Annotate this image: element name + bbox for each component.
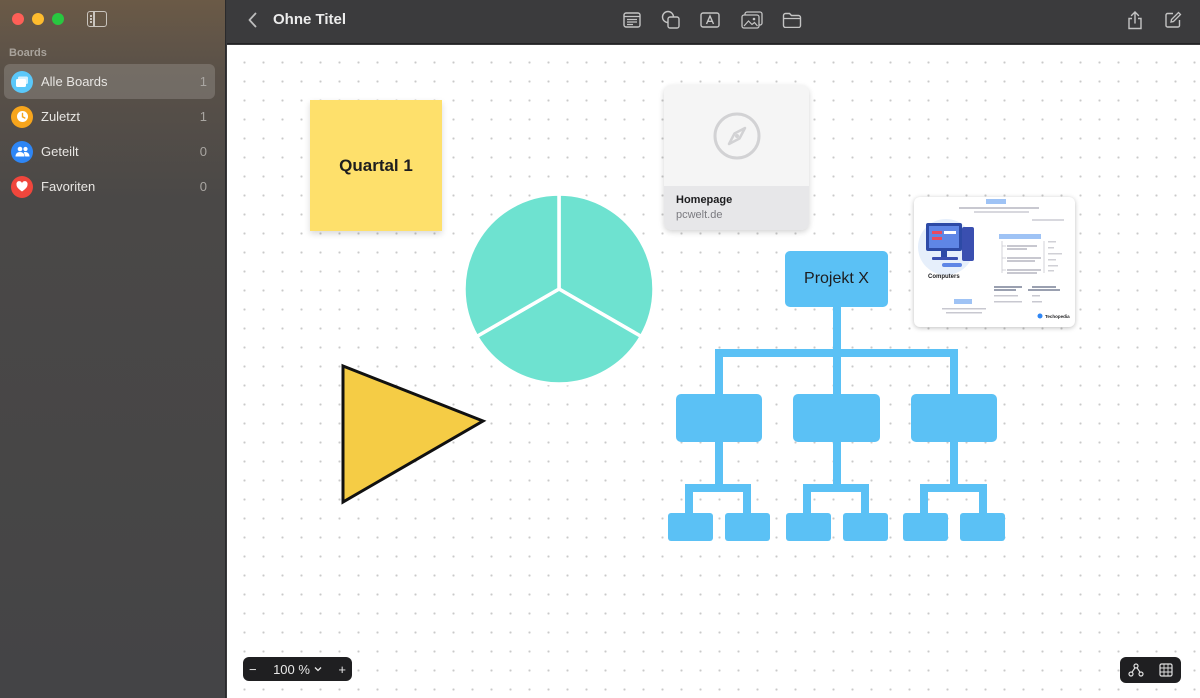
people-icon (11, 140, 33, 163)
org-chart-diagram[interactable] (667, 303, 1007, 543)
link-title: Homepage (676, 194, 733, 206)
text-icon[interactable] (698, 9, 722, 31)
sidebar-toggle-icon[interactable] (87, 11, 107, 27)
infographic-brand: Techopedia (1045, 314, 1070, 319)
title-bar: Ohne Titel (227, 0, 1200, 44)
shapes-icon[interactable] (659, 9, 683, 31)
infographic-heading: Computers (928, 274, 960, 280)
org-chart-root-label: Projekt X (804, 270, 869, 287)
connection-icon[interactable] (1128, 663, 1144, 677)
sidebar-nav: Alle Boards 1 Zuletzt 1 Geteilt 0 Favori… (4, 64, 215, 204)
close-window-button[interactable] (12, 13, 24, 25)
sidebar-section-title: Boards (9, 47, 47, 59)
sidebar-item-zuletzt[interactable]: Zuletzt 1 (4, 99, 215, 134)
sidebar-item-label: Alle Boards (41, 74, 108, 89)
media-icon[interactable] (740, 9, 764, 31)
link-card[interactable]: Homepage pcwelt.de (664, 85, 809, 230)
sidebar-item-label: Geteilt (41, 144, 79, 159)
sidebar-item-count: 1 (199, 109, 207, 124)
org-chart-root-node[interactable]: Projekt X (785, 251, 888, 307)
sidebar-item-favoriten[interactable]: Favoriten 0 (4, 169, 215, 204)
folder-icon[interactable] (780, 9, 804, 31)
link-domain: pcwelt.de (676, 209, 723, 221)
image-card[interactable]: Computers (914, 197, 1075, 327)
sidebar-item-count: 1 (199, 74, 207, 89)
canvas-tools (1120, 657, 1181, 683)
share-icon[interactable] (1123, 9, 1147, 31)
zoom-control: − 100 % + (243, 657, 352, 681)
sticky-note-text: Quartal 1 (339, 155, 413, 175)
triangle-shape[interactable] (337, 361, 489, 507)
grid-icon[interactable] (1159, 663, 1173, 677)
sidebar-item-count: 0 (199, 179, 207, 194)
sidebar-item-label: Zuletzt (41, 109, 81, 124)
infographic-image: Computers (918, 199, 1070, 319)
compose-icon[interactable] (1161, 9, 1185, 31)
board-title: Ohne Titel (273, 11, 347, 28)
zoom-level-dropdown[interactable]: 100 % (273, 662, 322, 677)
link-info: Homepage pcwelt.de (664, 186, 809, 230)
sidebar-item-geteilt[interactable]: Geteilt 0 (4, 134, 215, 169)
link-thumbnail (664, 85, 809, 186)
sidebar-item-label: Favoriten (41, 179, 96, 194)
compass-icon (713, 112, 760, 159)
pie-shape[interactable] (459, 189, 659, 389)
sidebar: Boards Alle Boards 1 Zuletzt 1 Geteilt 0 (0, 0, 226, 698)
sidebar-item-count: 0 (199, 144, 207, 159)
clock-icon (11, 105, 33, 128)
sticky-note[interactable]: Quartal 1 (310, 100, 442, 231)
heart-icon (11, 175, 33, 198)
zoom-level: 100 % (273, 661, 310, 677)
boards-icon (11, 70, 33, 93)
window-controls (12, 13, 64, 25)
zoom-window-button[interactable] (52, 13, 64, 25)
back-chevron-icon[interactable] (243, 10, 263, 30)
chevron-down-icon (314, 667, 322, 672)
minimize-window-button[interactable] (32, 13, 44, 25)
zoom-out-button[interactable]: − (249, 661, 257, 677)
zoom-in-button[interactable]: + (338, 661, 346, 677)
text-box-icon[interactable] (620, 9, 644, 31)
board-canvas[interactable]: Quartal 1 Homepage pcwelt.de (227, 45, 1200, 698)
sidebar-item-alle-boards[interactable]: Alle Boards 1 (4, 64, 215, 99)
